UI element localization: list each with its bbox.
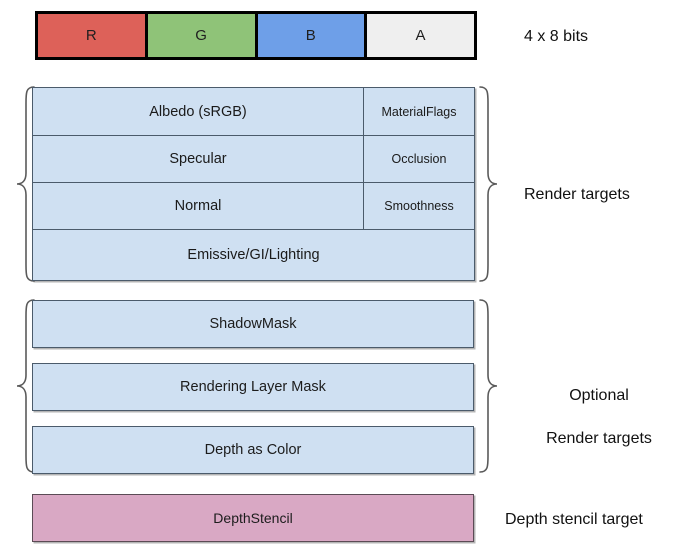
render-target-normal: Normal bbox=[33, 182, 363, 229]
channel-cell-a: A bbox=[367, 14, 474, 57]
render-target-occlusion: Occlusion bbox=[363, 135, 474, 182]
render-target-row: Emissive/GI/Lighting bbox=[33, 229, 474, 280]
depth-stencil-box: DepthStencil bbox=[32, 494, 474, 542]
render-target-albedo: Albedo (sRGB) bbox=[33, 88, 363, 135]
optional-target-rendering-layer-mask-label: Rendering Layer Mask bbox=[180, 379, 326, 395]
row-divider bbox=[33, 229, 474, 230]
channel-label-b: B bbox=[305, 27, 316, 44]
depth-stencil-box-label: DepthStencil bbox=[213, 510, 293, 526]
row-divider bbox=[33, 182, 474, 183]
channel-label-a: A bbox=[415, 27, 426, 44]
render-target-specular: Specular bbox=[33, 135, 363, 182]
render-target-specular-label: Specular bbox=[169, 150, 227, 167]
render-targets-group-label: Render targets bbox=[524, 186, 630, 203]
optional-target-shadowmask: ShadowMask bbox=[32, 300, 474, 348]
optional-target-depth-as-color: Depth as Color bbox=[32, 426, 474, 474]
render-target-smoothness-label: Smoothness bbox=[384, 198, 454, 213]
optional-render-targets-group-label-line2: Render targets bbox=[546, 429, 652, 447]
optional-target-rendering-layer-mask: Rendering Layer Mask bbox=[32, 363, 474, 411]
render-target-emissive: Emissive/GI/Lighting bbox=[33, 229, 474, 280]
optional-render-targets-right-brace bbox=[479, 299, 498, 473]
optional-render-targets-group-label: Optional Render targets bbox=[524, 363, 674, 471]
render-target-emissive-label: Emissive/GI/Lighting bbox=[187, 246, 320, 263]
render-target-smoothness: Smoothness bbox=[363, 182, 474, 229]
depth-stencil-group-label: Depth stencil target bbox=[505, 511, 643, 528]
render-target-albedo-label: Albedo (sRGB) bbox=[149, 103, 247, 120]
render-targets-group: Albedo (sRGB) MaterialFlags Specular Occ… bbox=[32, 87, 475, 281]
optional-render-targets-group-label-line1: Optional bbox=[569, 386, 629, 404]
channel-cell-b: B bbox=[257, 14, 368, 57]
optional-render-targets-left-brace bbox=[16, 299, 35, 473]
channel-cell-r: R bbox=[38, 14, 148, 57]
row-divider bbox=[33, 135, 474, 136]
render-target-row: Albedo (sRGB) MaterialFlags bbox=[33, 88, 474, 135]
render-targets-right-brace bbox=[479, 86, 498, 282]
render-targets-left-brace bbox=[16, 86, 35, 282]
optional-target-depth-as-color-label: Depth as Color bbox=[204, 442, 302, 458]
render-target-normal-label: Normal bbox=[174, 197, 222, 214]
channel-cell-g: G bbox=[147, 14, 258, 57]
render-target-row: Specular Occlusion bbox=[33, 135, 474, 182]
channel-label-r: R bbox=[85, 27, 97, 44]
render-target-material-flags: MaterialFlags bbox=[363, 88, 474, 135]
channel-bar: R G B A bbox=[35, 11, 477, 60]
channel-bar-annotation: 4 x 8 bits bbox=[524, 28, 589, 45]
render-target-occlusion-label: Occlusion bbox=[391, 151, 447, 166]
render-target-material-flags-label: MaterialFlags bbox=[381, 104, 457, 119]
optional-target-shadowmask-label: ShadowMask bbox=[209, 316, 297, 332]
channel-label-g: G bbox=[195, 27, 208, 44]
render-target-row: Normal Smoothness bbox=[33, 182, 474, 229]
